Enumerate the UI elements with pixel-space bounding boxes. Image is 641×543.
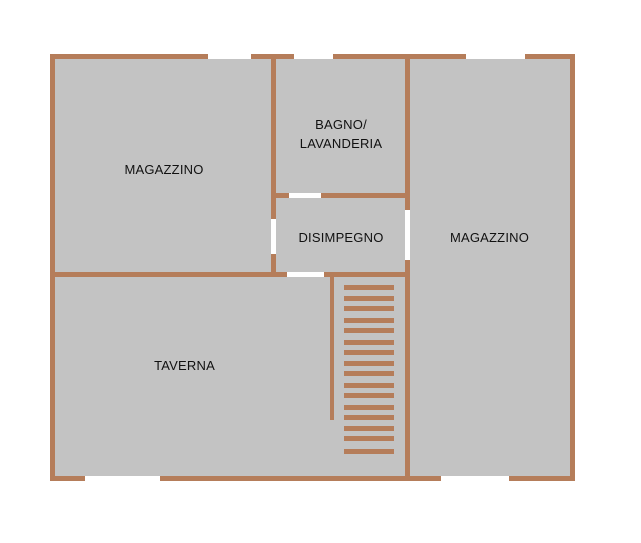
room-bagno-floor xyxy=(276,59,406,195)
door-disimpegno-left xyxy=(271,219,276,254)
wall-v-center xyxy=(405,54,410,481)
stair-tread xyxy=(344,306,394,311)
stair-tread xyxy=(344,285,394,290)
door-disimpegno-right xyxy=(405,210,410,260)
label-disimpegno: DISIMPEGNO xyxy=(298,230,384,245)
stair-tread xyxy=(344,350,394,355)
label-bagno-line2: LAVANDERIA xyxy=(299,136,383,151)
stair-tread xyxy=(344,318,394,323)
room-magazzino-right-floor xyxy=(409,59,570,476)
window-bottom-1 xyxy=(85,476,160,481)
wall-bottom xyxy=(50,476,575,481)
window-bottom-2 xyxy=(441,476,509,481)
wall-right xyxy=(570,54,575,481)
window-top-2 xyxy=(294,54,333,59)
window-top-1 xyxy=(208,54,251,59)
wall-left xyxy=(50,54,55,481)
stair-tread xyxy=(344,296,394,301)
door-bagno xyxy=(289,193,321,198)
door-disimpegno-bottom xyxy=(287,272,324,277)
stair-tread xyxy=(344,328,394,333)
stair-railing xyxy=(330,277,334,420)
window-top-3 xyxy=(466,54,525,59)
stair-tread xyxy=(344,426,394,431)
stair-tread xyxy=(344,415,394,420)
label-bagno-line1: BAGNO/ xyxy=(315,117,367,132)
stair-tread xyxy=(344,361,394,366)
label-magazzino-right: MAGAZZINO xyxy=(449,230,530,245)
stair-tread xyxy=(344,436,394,441)
stair-tread xyxy=(344,340,394,345)
wall-v-left-rooms xyxy=(271,54,276,275)
label-magazzino-left: MAGAZZINO xyxy=(124,162,204,177)
label-taverna: TAVERNA xyxy=(154,358,215,373)
stair-tread xyxy=(344,383,394,388)
stair-tread xyxy=(344,393,394,398)
stair-tread xyxy=(344,371,394,376)
stair-tread xyxy=(344,449,394,454)
wall-h-bagno-bottom xyxy=(271,193,410,198)
room-magazzino-left-floor xyxy=(55,59,273,275)
stair-tread xyxy=(344,405,394,410)
room-disimpegno-floor xyxy=(276,198,406,273)
wall-h-middle xyxy=(50,272,410,277)
